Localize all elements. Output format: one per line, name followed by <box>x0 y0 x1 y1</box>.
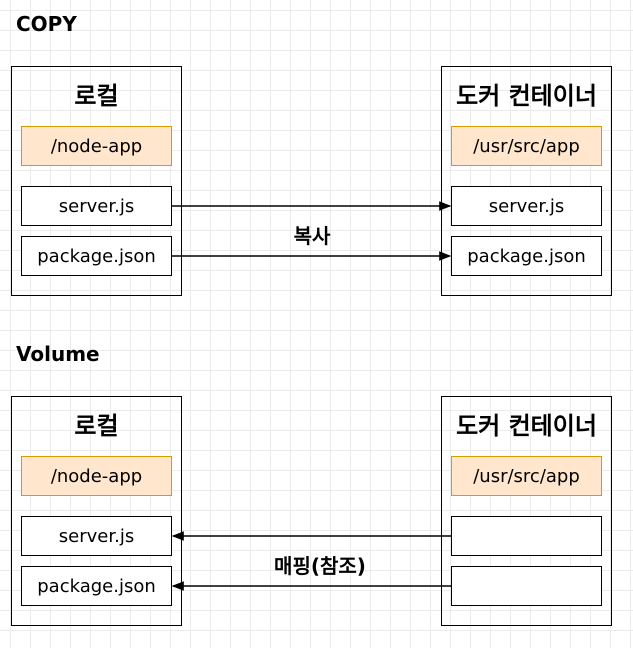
copy-container-dir: /usr/src/app <box>451 126 602 166</box>
volume-local-dir: /node-app <box>21 456 172 496</box>
copy-local-title: 로컬 <box>74 82 119 110</box>
volume-local-title: 로컬 <box>74 412 119 440</box>
copy-container-file-server: server.js <box>451 186 602 226</box>
copy-arrow-label: 복사 <box>293 224 331 248</box>
volume-container-title: 도커 컨테이너 <box>456 412 597 440</box>
volume-local-file-package: package.json <box>21 566 172 606</box>
volume-container-file-slot-1 <box>451 516 602 556</box>
copy-section-title: COPY <box>16 12 77 36</box>
volume-container-panel <box>441 396 612 626</box>
copy-local-file-package: package.json <box>21 236 172 276</box>
volume-arrow-label: 매핑(참조) <box>274 554 366 578</box>
copy-container-panel <box>441 66 612 296</box>
volume-local-panel <box>11 396 182 626</box>
copy-container-title: 도커 컨테이너 <box>456 82 597 110</box>
volume-container-dir: /usr/src/app <box>451 456 602 496</box>
volume-local-file-server: server.js <box>21 516 172 556</box>
copy-local-panel <box>11 66 182 296</box>
copy-local-dir: /node-app <box>21 126 172 166</box>
volume-container-file-slot-2 <box>451 566 602 606</box>
copy-local-file-server: server.js <box>21 186 172 226</box>
copy-container-file-package: package.json <box>451 236 602 276</box>
volume-section-title: Volume <box>16 342 100 366</box>
